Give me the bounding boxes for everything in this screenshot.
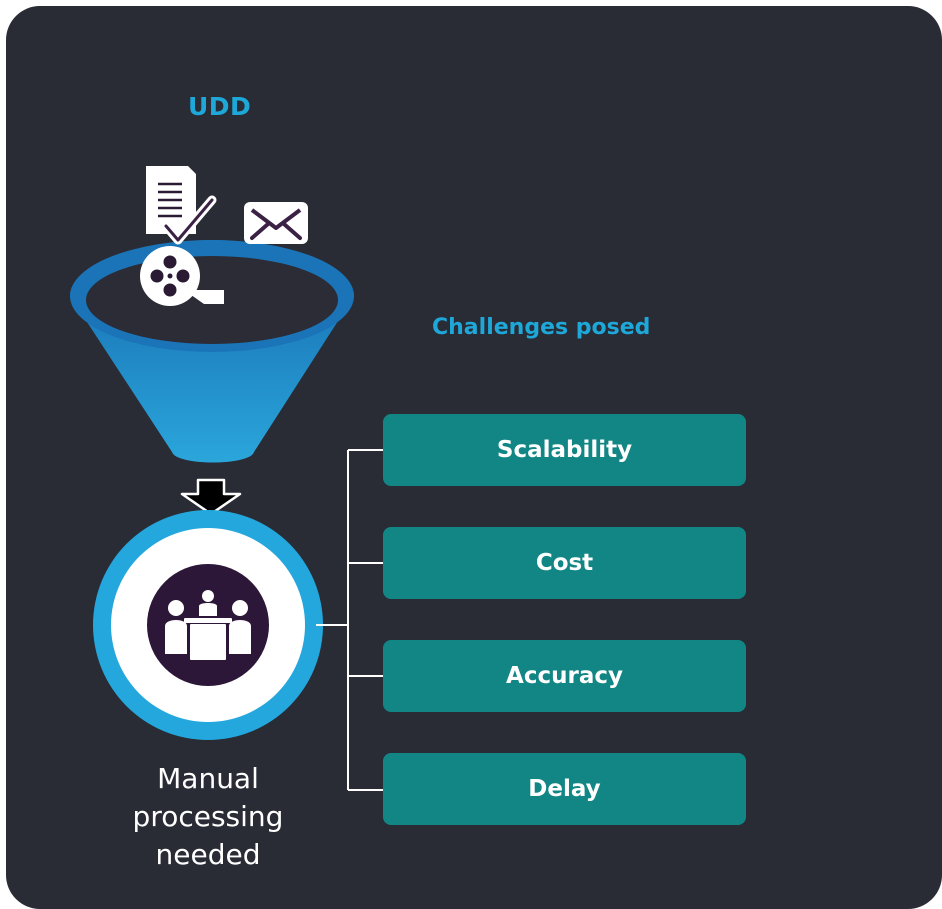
envelope-icon [244, 202, 308, 244]
challenges-heading: Challenges posed [432, 315, 651, 340]
down-arrow-icon [180, 478, 242, 516]
document-check-icon [146, 166, 217, 245]
caption-line: Manual [157, 762, 259, 795]
funnel-icon [70, 240, 354, 463]
caption-line: processing [132, 800, 284, 833]
challenge-box-cost: Cost [383, 527, 746, 599]
caption-line: needed [155, 838, 261, 871]
diagram-title: UDD [188, 92, 252, 121]
meeting-people-icon [165, 590, 251, 660]
connector-bracket [316, 449, 383, 791]
process-caption: Manual processing needed [118, 760, 298, 874]
film-reel-icon [140, 246, 224, 306]
challenge-box-scalability: Scalability [383, 414, 746, 486]
challenge-box-accuracy: Accuracy [383, 640, 746, 712]
manual-processing-circle [93, 510, 323, 740]
challenge-box-delay: Delay [383, 753, 746, 825]
